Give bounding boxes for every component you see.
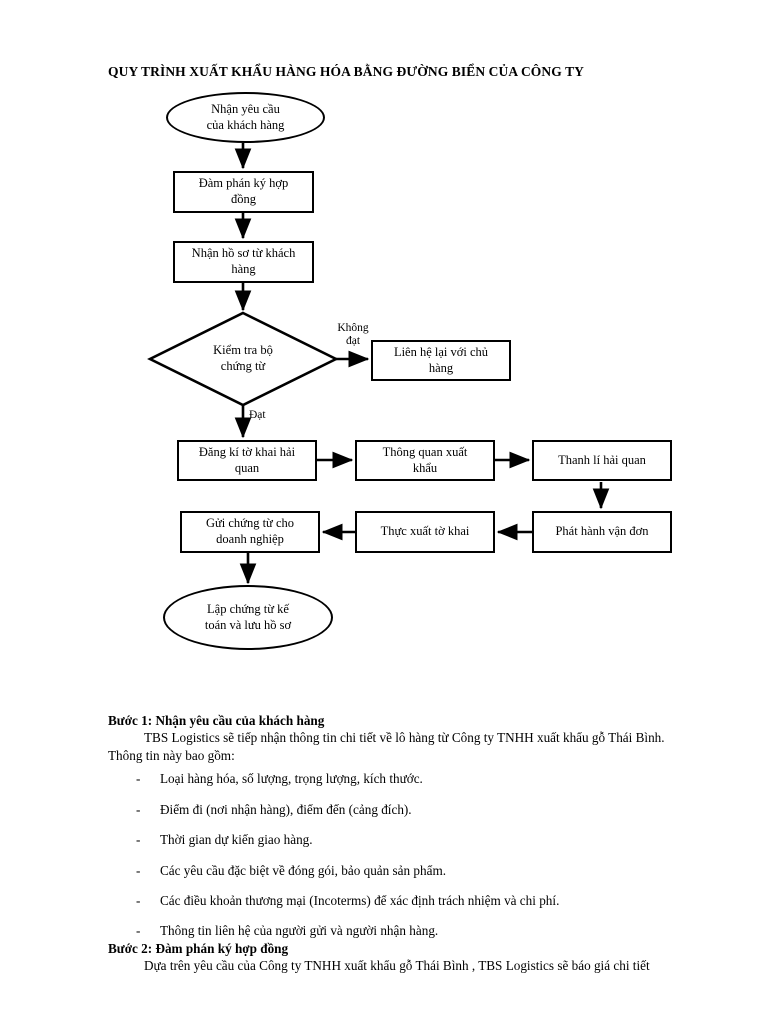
flow-node-bill-lading-label: Phát hành vận đơn <box>555 524 649 539</box>
flow-node-start-label: Nhận yêu cầu của khách hàng <box>206 101 285 132</box>
flow-node-clearance-label: Thông quan xuất khẩu <box>382 444 468 475</box>
flow-edge-label-fail: Không đạt <box>337 322 369 348</box>
list-item: - Các điều khoản thương mại (Incoterms) … <box>108 892 696 909</box>
bullet-dash-icon: - <box>136 801 141 817</box>
list-item-text: Các yêu cầu đặc biệt về đóng gói, bảo qu… <box>160 862 447 878</box>
list-item: - Điểm đi (nơi nhận hàng), điểm đến (cản… <box>108 801 696 818</box>
flowchart-connectors <box>147 143 610 585</box>
flow-node-receive-docs-label: Nhận hồ sơ từ khách hàng <box>191 246 296 276</box>
flow-node-negotiate: Đàm phán ký hợp đồng <box>173 171 314 213</box>
list-item-text: Loại hàng hóa, số lượng, trọng lượng, kí… <box>160 771 423 787</box>
flow-node-recontact: Liên hệ lại với chủ hàng <box>371 340 511 381</box>
flow-node-clearance: Thông quan xuất khẩu <box>355 440 495 481</box>
flow-node-check-docs: Kiểm tra bộ chứng từ <box>178 336 308 382</box>
page-title: QUY TRÌNH XUẤT KHẨU HÀNG HÓA BẰNG ĐƯỜNG … <box>108 64 585 79</box>
flow-node-actual-export: Thực xuất tờ khai <box>355 511 495 553</box>
list-item-text: Thông tin liên hệ của người gửi và người… <box>160 923 439 939</box>
body-content: Bước 1: Nhận yêu cầu của khách hàng TBS … <box>108 712 696 975</box>
list-item-text: Các điều khoản thương mại (Incoterms) để… <box>160 892 560 908</box>
requirement-list: - Loại hàng hóa, số lượng, trọng lượng, … <box>108 770 696 940</box>
bullet-dash-icon: - <box>136 771 141 787</box>
flow-node-check-docs-label: Kiểm tra bộ chứng từ <box>213 343 273 373</box>
flow-node-liquidate-label: Thanh lí hải quan <box>558 452 646 467</box>
flow-node-declare: Đăng kí tờ khai hải quan <box>177 440 317 481</box>
flow-edge-label-pass: Đạt <box>249 409 266 421</box>
flow-node-start: Nhận yêu cầu của khách hàng <box>166 92 325 143</box>
list-item: - Các yêu cầu đặc biệt về đóng gói, bảo … <box>108 862 696 879</box>
list-item: - Thông tin liên hệ của người gửi và ngư… <box>108 922 696 939</box>
process-flowchart: Nhận yêu cầu của khách hàng Đàm phán ký … <box>147 92 672 650</box>
flow-node-end-label: Lập chứng từ kế toán và lưu hồ sơ <box>204 601 292 632</box>
bullet-dash-icon: - <box>136 923 141 939</box>
bullet-dash-icon: - <box>136 892 141 908</box>
bullet-dash-icon: - <box>136 862 141 878</box>
info-intro: Thông tin này bao gồm: <box>108 747 235 763</box>
flow-node-bill-lading: Phát hành vận đơn <box>532 511 672 553</box>
bullet-dash-icon: - <box>136 832 141 848</box>
flow-node-end: Lập chứng từ kế toán và lưu hồ sơ <box>163 585 333 650</box>
list-item: - Loại hàng hóa, số lượng, trọng lượng, … <box>108 770 696 787</box>
flow-node-recontact-label: Liên hệ lại với chủ hàng <box>393 344 489 375</box>
step2-paragraph: Dựa trên yêu cầu của Công ty TNHH xuất k… <box>144 958 650 974</box>
list-item-text: Thời gian dự kiến giao hàng. <box>160 832 313 848</box>
flow-node-liquidate: Thanh lí hải quan <box>532 440 672 481</box>
flow-node-receive-docs: Nhận hồ sơ từ khách hàng <box>173 241 314 283</box>
step1-paragraph: TBS Logistics sẽ tiếp nhận thông tin chi… <box>144 730 665 746</box>
flow-node-actual-export-label: Thực xuất tờ khai <box>380 524 470 539</box>
step2-heading: Bước 2: Đàm phán ký hợp đồng <box>108 940 289 956</box>
flow-node-declare-label: Đăng kí tờ khai hải quan <box>198 444 296 475</box>
flow-node-send-docs-label: Gửi chứng từ cho doanh nghiệp <box>205 516 295 546</box>
flow-node-negotiate-label: Đàm phán ký hợp đồng <box>198 176 289 206</box>
step1-heading: Bước 1: Nhận yêu cầu của khách hàng <box>108 713 325 728</box>
list-item: - Thời gian dự kiến giao hàng. <box>108 831 696 848</box>
list-item-text: Điểm đi (nơi nhận hàng), điểm đến (cảng … <box>160 801 412 817</box>
flow-node-send-docs: Gửi chứng từ cho doanh nghiệp <box>180 511 320 553</box>
